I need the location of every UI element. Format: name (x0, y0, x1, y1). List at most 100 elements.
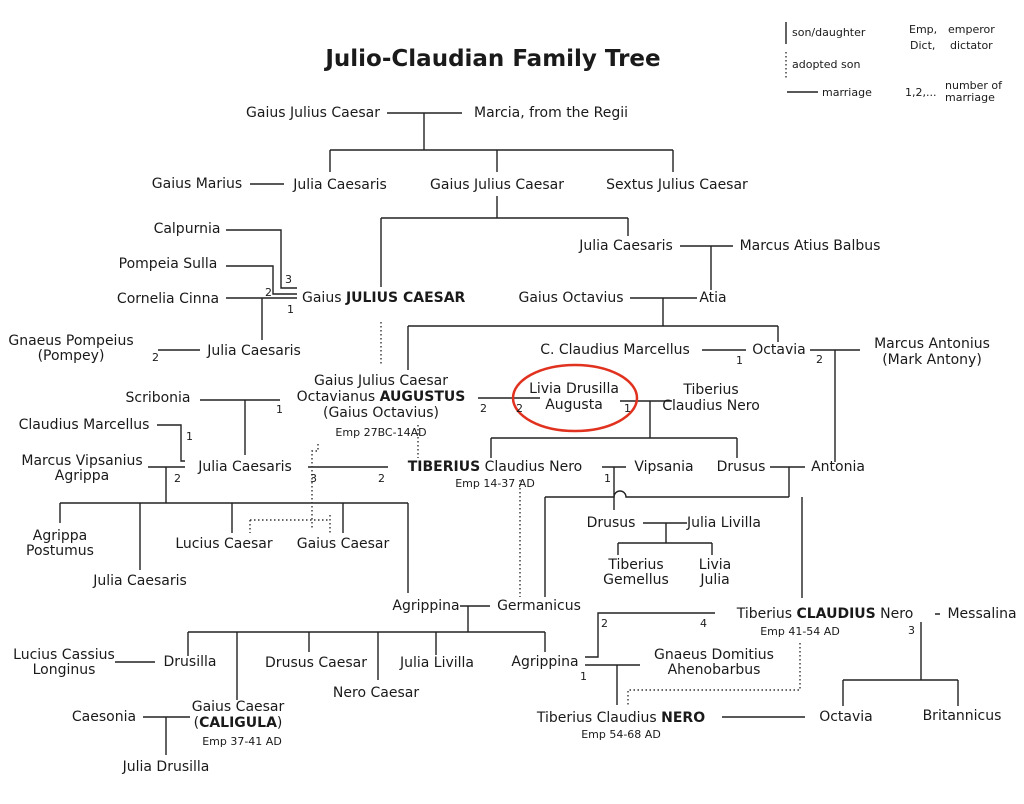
person: Livia (699, 557, 731, 573)
person: (Gaius Octavius) (323, 405, 439, 421)
person: Atia (699, 290, 726, 306)
connector-lines (59, 112, 959, 755)
person: Julia Caesaris (206, 343, 301, 359)
person: Julia Caesaris (578, 238, 673, 254)
person: Drusilla (164, 654, 217, 670)
person: Pompeia Sulla (119, 256, 218, 272)
person: Agrippa (33, 528, 87, 544)
person: Gaius Julius Caesar (314, 373, 448, 389)
marriage-number: 1 (736, 354, 743, 367)
person-caligula: (CALIGULA) (194, 715, 283, 731)
person: Marcia, from the Regii (474, 105, 628, 121)
marriage-number: 2 (816, 353, 823, 366)
person: Marcus Antonius (874, 336, 990, 352)
person: Gaius Octavius (518, 290, 623, 306)
marriage-number: 1 (624, 402, 631, 415)
reign: Emp 41-54 AD (760, 625, 840, 638)
diagram-title: Julio-Claudian Family Tree (323, 46, 660, 72)
person: Germanicus (497, 598, 581, 614)
person: Julia (699, 572, 729, 588)
person: Gnaeus Pompeius (8, 333, 133, 349)
person: Postumus (26, 543, 94, 559)
person: Lucius Cassius (13, 647, 115, 663)
marriage-number: 2 (265, 286, 272, 299)
marriage-number: 2 (516, 402, 523, 415)
person: Drusus Caesar (265, 655, 367, 671)
person: Gaius Marius (152, 176, 242, 192)
person: Calpurnia (154, 221, 221, 237)
legend-emp-desc: emperor (948, 23, 995, 36)
reign: Emp 54-68 AD (581, 728, 661, 741)
marriage-number: 1 (287, 303, 294, 316)
person: Livia Drusilla (529, 381, 619, 397)
person-augustus: Octavianus AUGUSTUS (297, 389, 466, 405)
person: Nero Caesar (333, 685, 419, 701)
person: Octavia (819, 709, 873, 725)
person: Sextus Julius Caesar (606, 177, 748, 193)
legend-adopted: adopted son (792, 58, 860, 71)
adoption-lines (249, 322, 801, 705)
marriage-number: 2 (152, 351, 159, 364)
person: Agrippina (511, 654, 578, 670)
person: Octavia (752, 342, 806, 358)
person: Longinus (33, 662, 96, 678)
person: Gaius Caesar (192, 699, 285, 715)
person: Lucius Caesar (175, 536, 272, 552)
person-tiberius: TIBERIUS Claudius Nero (408, 459, 583, 475)
person: Marcus Vipsanius (21, 453, 142, 469)
person: C. Claudius Marcellus (540, 342, 690, 358)
person: Drusus (587, 515, 636, 531)
person: Tiberius (607, 557, 663, 573)
marriage-number: 1 (604, 472, 611, 485)
person: Gnaeus Domitius (654, 647, 774, 663)
person: Drusus (717, 459, 766, 475)
legend-dict-desc: dictator (950, 39, 993, 52)
person: Scribonia (125, 390, 190, 406)
marriage-number: 3 (908, 624, 915, 637)
person: Julia Drusilla (122, 759, 210, 775)
person-labels: Gaius Julius Caesar Marcia, from the Reg… (8, 105, 1016, 775)
person: (Mark Antony) (882, 352, 982, 368)
marriage-numbers: 3 2 1 2 1 2 1 2 2 1 1 2 3 2 1 2 4 3 1 (152, 273, 915, 683)
person: Caesonia (72, 709, 136, 725)
marriage-number: 1 (580, 670, 587, 683)
legend-marriage: marriage (822, 86, 872, 99)
marriage-number: 1 (186, 430, 193, 443)
marriage-number: 3 (310, 472, 317, 485)
person-julius-caesar: Gaius JULIUS CAESAR (302, 290, 466, 306)
marriage-number: 2 (174, 472, 181, 485)
marriage-number: 2 (601, 617, 608, 630)
person: Gaius Julius Caesar (430, 177, 564, 193)
person: Agrippina (392, 598, 459, 614)
marriage-number: 1 (276, 403, 283, 416)
person: Julia Caesaris (292, 177, 387, 193)
legend-num-desc-2: marriage (945, 91, 995, 104)
person: Augusta (545, 397, 603, 413)
person: Vipsania (634, 459, 693, 475)
marriage-number: 3 (285, 273, 292, 286)
person: Agrippa (55, 468, 109, 484)
person: Cornelia Cinna (117, 291, 219, 307)
person: (Pompey) (38, 348, 105, 364)
legend-emp: Emp, (909, 23, 937, 36)
marriage-number: 2 (378, 472, 385, 485)
reign: Emp 37-41 AD (202, 735, 282, 748)
person: Tiberius (682, 382, 738, 398)
legend-num: 1,2,... (905, 86, 936, 99)
person: Julia Caesaris (197, 459, 292, 475)
person: Julia Caesaris (92, 573, 187, 589)
person-claudius: Tiberius CLAUDIUS Nero (736, 606, 914, 622)
person: Ahenobarbus (668, 662, 761, 678)
person: Antonia (811, 459, 865, 475)
person: Claudius Marcellus (19, 417, 150, 433)
person: Messalina (947, 606, 1016, 622)
person-nero: Tiberius Claudius NERO (536, 710, 705, 726)
legend-dict: Dict, (910, 39, 935, 52)
person: Julia Livilla (399, 655, 474, 671)
legend-son-daughter: son/daughter (792, 26, 866, 39)
marriage-number: 2 (480, 402, 487, 415)
person: Gemellus (603, 572, 669, 588)
person: Britannicus (923, 708, 1002, 724)
